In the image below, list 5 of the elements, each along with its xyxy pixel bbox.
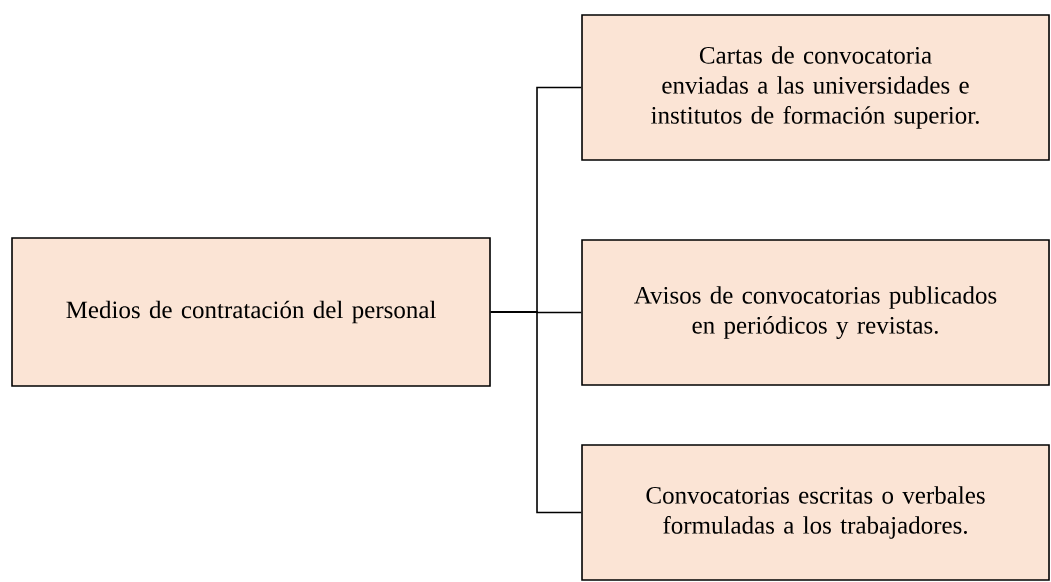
text-box: Medios de contratación del personal [11, 237, 491, 387]
text-box: Cartas de convocatoria enviadas a las universidades e institutos de formación superior. [581, 14, 1050, 161]
text-box: Convocatorias escritas o verbales formuladas a los trabajadores. [581, 444, 1050, 581]
connector-line [490, 311, 582, 514]
text-box: Avisos de convocatorias publicados en periódicos y revistas. [581, 239, 1050, 386]
